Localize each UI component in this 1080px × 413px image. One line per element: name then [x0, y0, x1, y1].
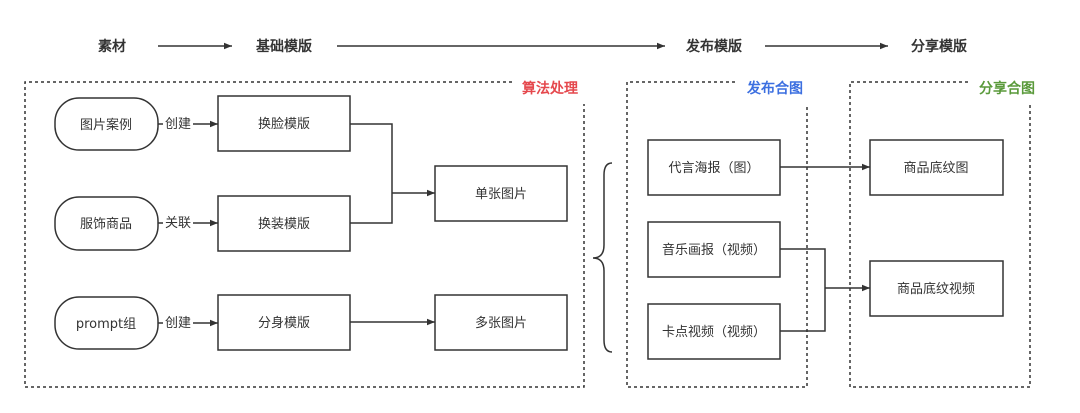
group-algorithm-border — [24, 81, 585, 388]
output-label: 多张图片 — [475, 315, 527, 331]
publish-label: 代言海报（图） — [668, 161, 759, 176]
header-row: 素材 基础模版 发布模版 分享模版 — [98, 38, 967, 55]
output-node-single — [434, 165, 568, 222]
share-node-pattern-video — [869, 260, 1004, 317]
template-node-outfit — [217, 195, 351, 252]
group-algorithm-label: 算法处理 — [522, 80, 578, 97]
share-label: 商品底纹视频 — [897, 281, 975, 297]
stage-base-template: 基础模版 — [256, 38, 312, 55]
source-label: prompt组 — [76, 317, 136, 332]
output-node-multi — [434, 294, 568, 351]
edge-label-create: 创建 — [165, 117, 191, 132]
brace-icon — [592, 162, 613, 353]
merge-connector — [350, 123, 393, 224]
merge-connector — [780, 248, 826, 332]
edge-label-create: 创建 — [165, 316, 191, 331]
source-label: 服饰商品 — [80, 217, 132, 232]
template-node-faceswap — [217, 95, 351, 152]
group-share-border — [849, 81, 1031, 388]
publish-node-poster — [647, 139, 781, 196]
stage-publish-template: 发布模版 — [685, 38, 742, 55]
template-label: 换装模版 — [258, 217, 310, 232]
stage-share-template: 分享模版 — [911, 38, 967, 55]
template-label: 换脸模版 — [258, 117, 310, 132]
group-publish-label: 发布合图 — [746, 80, 803, 97]
template-node-clone — [217, 294, 351, 351]
share-node-pattern-image — [869, 139, 1004, 196]
stage-material: 素材 — [98, 38, 126, 55]
publish-node-beat — [647, 303, 781, 360]
edge-label-link: 关联 — [165, 216, 191, 231]
publish-label: 音乐画报（视频） — [662, 242, 766, 258]
publish-label: 卡点视频（视频） — [662, 325, 766, 340]
source-label: 图片案例 — [80, 118, 132, 133]
share-label: 商品底纹图 — [903, 160, 968, 176]
template-label: 分身模版 — [258, 315, 310, 331]
output-label: 单张图片 — [475, 187, 527, 202]
group-publish-border — [626, 81, 808, 388]
group-share-label: 分享合图 — [979, 80, 1035, 97]
